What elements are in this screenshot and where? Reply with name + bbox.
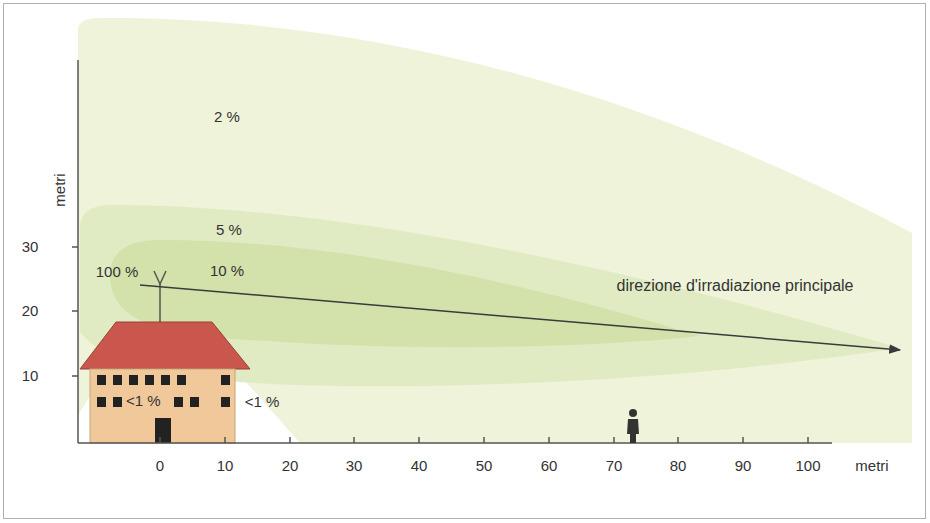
- y-tick: [72, 375, 78, 377]
- window: [129, 375, 138, 385]
- tick-label: 60: [541, 457, 558, 475]
- tick-label: 30: [346, 457, 363, 475]
- x-tick: [677, 437, 679, 443]
- window: [190, 397, 199, 407]
- window: [113, 397, 122, 407]
- lobe-area: [80, 205, 900, 386]
- percent-label: <1 %: [124, 392, 163, 410]
- axis-title: metri: [51, 173, 69, 206]
- person-figure: [627, 409, 639, 443]
- house-drawing: [78, 318, 250, 443]
- window: [177, 375, 186, 385]
- axis-title: metri: [855, 457, 888, 475]
- x-tick: [159, 437, 161, 443]
- tick-label: 80: [670, 457, 687, 475]
- window: [221, 397, 230, 407]
- window: [174, 397, 183, 407]
- window: [161, 375, 170, 385]
- tick-label: 40: [411, 457, 428, 475]
- x-axis: [78, 442, 832, 444]
- window: [97, 375, 106, 385]
- window: [221, 375, 230, 385]
- frame: [4, 4, 926, 519]
- tick-label: 70: [606, 457, 623, 475]
- window: [97, 397, 106, 407]
- window: [145, 375, 154, 385]
- axes: [72, 60, 832, 443]
- x-tick: [807, 437, 809, 443]
- tick-label: 100: [795, 457, 820, 475]
- x-tick: [224, 437, 226, 443]
- percent-label: 100 %: [96, 263, 139, 281]
- antenna: [154, 271, 166, 322]
- tick-label: 90: [735, 457, 752, 475]
- y-tick: [72, 246, 78, 248]
- door: [155, 418, 171, 443]
- x-tick: [353, 437, 355, 443]
- antenna-head: [154, 271, 166, 284]
- x-tick: [742, 437, 744, 443]
- y-tick: [72, 310, 78, 312]
- house: <1 %: [78, 318, 250, 443]
- tick-label: 10: [217, 457, 234, 475]
- main-direction-arrow: [140, 285, 900, 350]
- person-head: [629, 409, 637, 417]
- house-wall: [90, 369, 235, 443]
- y-axis: [77, 60, 79, 443]
- percent-label: 10 %: [210, 262, 244, 280]
- tick-label: 0: [156, 457, 164, 475]
- tick-label: 20: [22, 302, 39, 320]
- antenna-mast: [159, 283, 161, 322]
- percent-label: <1 %: [245, 393, 280, 411]
- direction-label: direzione d'irradiazione principale: [617, 277, 854, 295]
- x-tick: [613, 437, 615, 443]
- x-tick: [289, 437, 291, 443]
- window: [113, 375, 122, 385]
- lobe-area: [78, 18, 912, 443]
- tick-label: 30: [22, 238, 39, 256]
- percent-label: 5 %: [216, 221, 242, 239]
- x-tick: [483, 437, 485, 443]
- tick-label: 10: [22, 367, 39, 385]
- person-body: [627, 419, 639, 443]
- x-tick: [418, 437, 420, 443]
- tick-label: 50: [476, 457, 493, 475]
- x-tick: [548, 437, 550, 443]
- percent-label: 2 %: [214, 108, 240, 126]
- house-roof: [80, 322, 250, 369]
- tick-label: 20: [282, 457, 299, 475]
